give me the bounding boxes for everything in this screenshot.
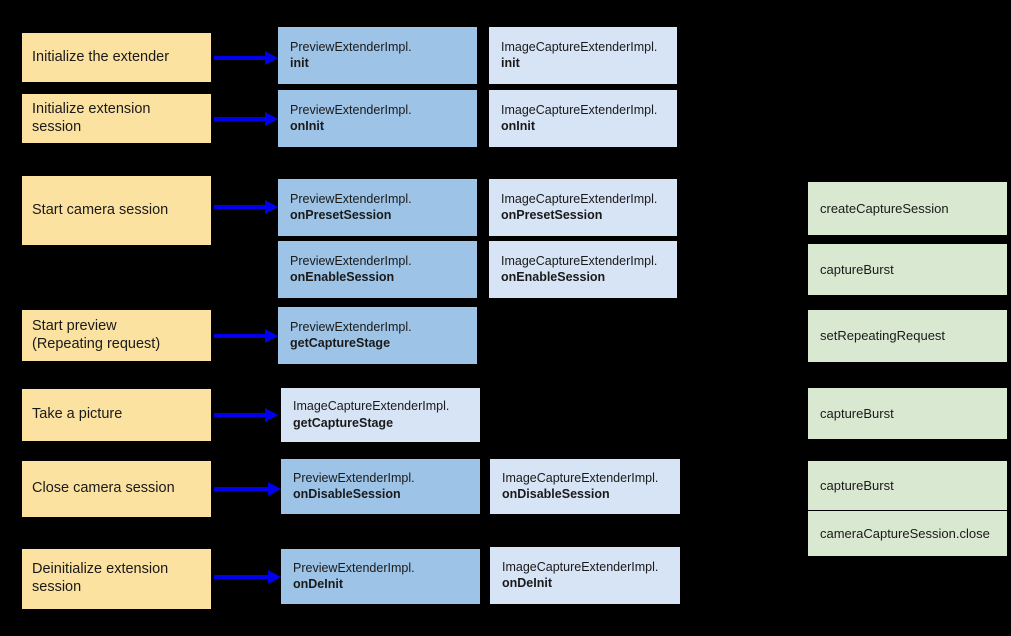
capture-box-capture-ondeinit[interactable]: ImageCaptureExtenderImpl. onDeInit (490, 547, 680, 604)
class-name: ImageCaptureExtenderImpl. (501, 253, 658, 268)
method-name: onDeInit (293, 577, 343, 591)
preview-box-preview-onpreset[interactable]: PreviewExtenderImpl. onPresetSession (278, 179, 477, 236)
method-name: getCaptureStage (293, 415, 394, 430)
api-call-label: captureBurst (820, 405, 894, 421)
class-name: ImageCaptureExtenderImpl. (501, 102, 658, 117)
api-box-api-captureburst-2[interactable]: captureBurst (808, 388, 1007, 439)
api-box-api-createcapturesession[interactable]: createCaptureSession (808, 182, 1007, 235)
class-name: PreviewExtenderImpl. (293, 470, 415, 485)
class-name: ImageCaptureExtenderImpl. (501, 191, 658, 206)
method-name: onDeInit (502, 576, 552, 590)
api-call-label: captureBurst (820, 261, 894, 277)
preview-box-preview-oninit[interactable]: PreviewExtenderImpl. onInit (278, 90, 477, 147)
method-name: init (290, 56, 309, 70)
capture-box-capture-onenable[interactable]: ImageCaptureExtenderImpl. onEnableSessio… (489, 241, 677, 298)
api-box-api-setrepeatingrequest[interactable]: setRepeatingRequest (808, 310, 1007, 362)
stage-label-line: Start camera session (32, 201, 169, 218)
class-name: ImageCaptureExtenderImpl. (501, 39, 658, 54)
class-name: ImageCaptureExtenderImpl. (293, 399, 450, 414)
method-name: onPresetSession (290, 208, 392, 222)
capture-box-capture-oninit[interactable]: ImageCaptureExtenderImpl. onInit (489, 90, 677, 147)
method-name: onPresetSession (501, 208, 603, 222)
stage-box-init-session[interactable]: Initialize extension session (22, 94, 211, 143)
class-name: PreviewExtenderImpl. (290, 39, 412, 54)
method-name: onDisableSession (293, 487, 401, 501)
class-name: PreviewExtenderImpl. (293, 560, 415, 575)
api-call-label: captureBurst (820, 477, 894, 493)
method-name: init (501, 56, 520, 70)
preview-box-preview-ondeinit[interactable]: PreviewExtenderImpl. onDeInit (281, 549, 480, 604)
stage-label-line: Start preview (32, 317, 117, 334)
stage-box-start-camera[interactable]: Start camera session (22, 176, 211, 245)
preview-box-preview-getcapturestage[interactable]: PreviewExtenderImpl. getCaptureStage (278, 307, 477, 364)
capture-box-capture-getcapturestage[interactable]: ImageCaptureExtenderImpl. getCaptureStag… (281, 388, 480, 442)
method-name: getCaptureStage (290, 336, 391, 350)
class-name: ImageCaptureExtenderImpl. (502, 470, 659, 485)
preview-box-preview-init[interactable]: PreviewExtenderImpl. init (278, 27, 477, 84)
preview-box-preview-ondisable[interactable]: PreviewExtenderImpl. onDisableSession (281, 459, 480, 514)
stage-label-line: Take a picture (32, 406, 123, 423)
api-box-api-captureburst-1[interactable]: captureBurst (808, 244, 1007, 295)
stage-label-line: session (32, 579, 82, 595)
class-name: ImageCaptureExtenderImpl. (502, 559, 659, 574)
method-name: onEnableSession (290, 270, 395, 284)
class-name: PreviewExtenderImpl. (290, 102, 412, 117)
stage-box-deinit-session[interactable]: Deinitialize extension session (22, 549, 211, 609)
capture-box-capture-onpreset[interactable]: ImageCaptureExtenderImpl. onPresetSessio… (489, 179, 677, 236)
method-name: onDisableSession (502, 487, 610, 501)
stage-box-close-camera[interactable]: Close camera session (22, 461, 211, 517)
stage-label-line: Initialize the extender (32, 48, 170, 65)
stage-box-start-preview[interactable]: Start preview (Repeating request) (22, 310, 211, 361)
preview-box-preview-onenable[interactable]: PreviewExtenderImpl. onEnableSession (278, 241, 477, 298)
class-name: PreviewExtenderImpl. (290, 319, 412, 334)
api-call-label: cameraCaptureSession.close (820, 525, 990, 541)
stage-label-line: session (32, 118, 82, 135)
method-name: onEnableSession (501, 270, 606, 284)
class-name: PreviewExtenderImpl. (290, 253, 412, 268)
api-call-label: createCaptureSession (820, 200, 949, 216)
stage-label-line: Close camera session (32, 480, 175, 497)
api-call-label: setRepeatingRequest (820, 328, 946, 344)
class-name: PreviewExtenderImpl. (290, 191, 412, 206)
stage-box-take-picture[interactable]: Take a picture (22, 389, 211, 441)
capture-box-capture-init[interactable]: ImageCaptureExtenderImpl. init (489, 27, 677, 84)
stage-box-init-extender[interactable]: Initialize the extender (22, 33, 211, 82)
stage-label-line: (Repeating request) (32, 335, 161, 352)
stage-label-line: Deinitialize extension (32, 561, 169, 578)
method-name: onInit (290, 119, 325, 133)
method-name: onInit (501, 119, 536, 133)
capture-box-capture-ondisable[interactable]: ImageCaptureExtenderImpl. onDisableSessi… (490, 459, 680, 514)
api-box-api-camerasessionclose[interactable]: cameraCaptureSession.close (808, 511, 1007, 556)
stage-label-line: Initialize extension (32, 100, 151, 117)
api-box-api-captureburst-3[interactable]: captureBurst (808, 461, 1007, 510)
